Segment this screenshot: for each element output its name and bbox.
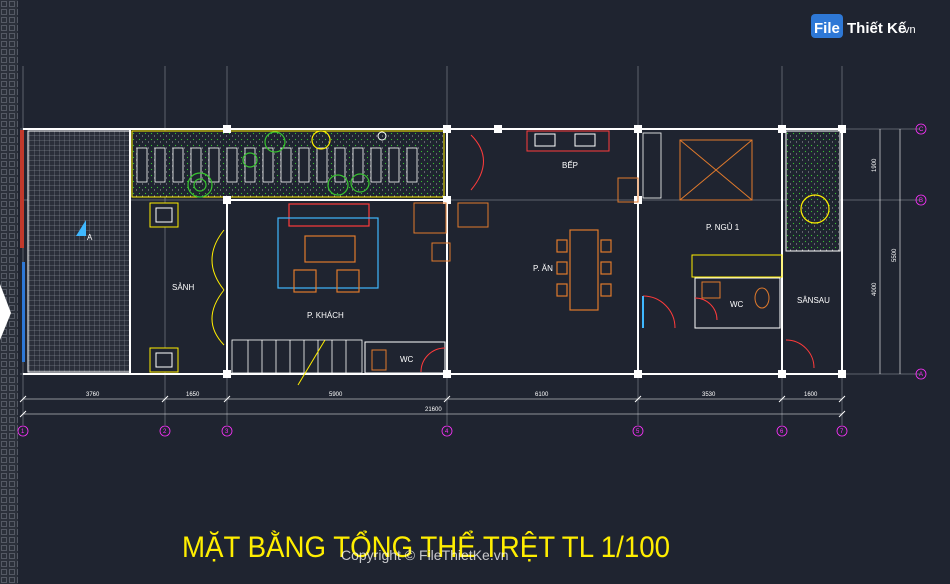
axis-label-2: 2 (163, 429, 167, 435)
bedroom-door (642, 295, 676, 329)
axis-bubbles-y (915, 123, 927, 380)
bed (679, 139, 753, 201)
axis-label-c: C (919, 127, 924, 133)
room-label-an: P. ĂN (533, 264, 553, 273)
kitchen-counter-inner (534, 133, 556, 147)
section-mark-a: A (87, 233, 93, 242)
dim-5900: 5900 (329, 392, 343, 398)
garden-tree-yellow (311, 130, 331, 150)
copyright-watermark: Copyright © FileThietKe.vn (341, 547, 509, 563)
desk-furniture (413, 202, 489, 262)
dim-1650: 1650 (186, 392, 200, 398)
drawing-title: MẶT BẰNG TỔNG THỂ TRỆT TL 1/100 (182, 530, 670, 564)
garden-tree-white (377, 131, 387, 141)
section-arrow-icon (76, 220, 86, 236)
dim-1600: 1600 (804, 392, 818, 398)
axis-label-a: A (919, 372, 923, 378)
bedroom-desk (691, 254, 783, 278)
wardrobe (642, 132, 662, 199)
axis-label-4: 4 (445, 429, 449, 435)
gate-red (20, 130, 24, 248)
wc-under-stairs (364, 341, 446, 374)
planter-bottom-inner (155, 352, 173, 368)
dim-1900: 1900 (872, 158, 878, 172)
axis-label-7: 7 (840, 429, 844, 435)
room-label-ngu: P. NGỦ 1 (706, 223, 740, 232)
stairs (231, 339, 363, 374)
dim-21600: 21600 (425, 407, 442, 413)
dim-5500: 5500 (892, 248, 898, 262)
room-label-sanh: SẢNH (172, 283, 194, 292)
wc-main (694, 277, 781, 329)
kitchen-counter (526, 130, 610, 152)
dimension-ticks (19, 395, 846, 418)
rear-planter (785, 130, 841, 252)
entry-door (211, 229, 225, 346)
garden-plants (187, 131, 370, 198)
room-label-bep: BẾP (562, 160, 578, 170)
logo-domain: .vn (901, 24, 916, 36)
axis-label-b: B (919, 198, 923, 204)
stair-arrow (297, 339, 326, 386)
left-edge-band (0, 0, 18, 584)
columns (223, 125, 846, 378)
room-label-wc2: WC (400, 355, 414, 364)
axis-label-6: 6 (780, 429, 784, 435)
dim-3760: 3760 (86, 392, 100, 398)
axis-label-3: 3 (225, 429, 229, 435)
dim-6100: 6100 (535, 392, 549, 398)
stepping-stones (136, 147, 418, 183)
kitchen-cabinet (617, 177, 639, 203)
wc-main-door (694, 297, 718, 321)
room-label-sansau: SÂNSAU (797, 296, 830, 305)
dimension-lines (23, 129, 901, 415)
wc-main-basin (701, 281, 721, 299)
filethietke-logo: File Thiết Kế .vn (811, 14, 916, 38)
room-label-wc1: WC (730, 300, 744, 309)
wc-small-door (420, 347, 446, 373)
rear-tree (800, 194, 830, 224)
axis-bubbles-x (17, 425, 848, 437)
living-room-furniture (277, 203, 379, 293)
rear-door (785, 339, 815, 369)
dim-3530: 3530 (702, 392, 716, 398)
dim-4000: 4000 (872, 282, 878, 296)
dining-table (556, 229, 612, 311)
kitchen-sink (574, 133, 596, 147)
axis-label-5: 5 (636, 429, 640, 435)
wc-main-toilet (754, 287, 770, 309)
wc-small-toilet (371, 349, 387, 371)
front-yard-paving (27, 130, 131, 373)
logo-rest: Thiết Kế (847, 20, 907, 37)
logo-file: File (814, 20, 840, 37)
gate-blue (22, 262, 25, 362)
hall-door (470, 134, 484, 191)
planter-top-inner (155, 207, 173, 223)
exterior-walls (23, 128, 843, 375)
collapse-arrow-icon (0, 284, 11, 340)
room-label-khach: P. KHÁCH (307, 311, 344, 320)
axis-label-1: 1 (21, 429, 25, 435)
